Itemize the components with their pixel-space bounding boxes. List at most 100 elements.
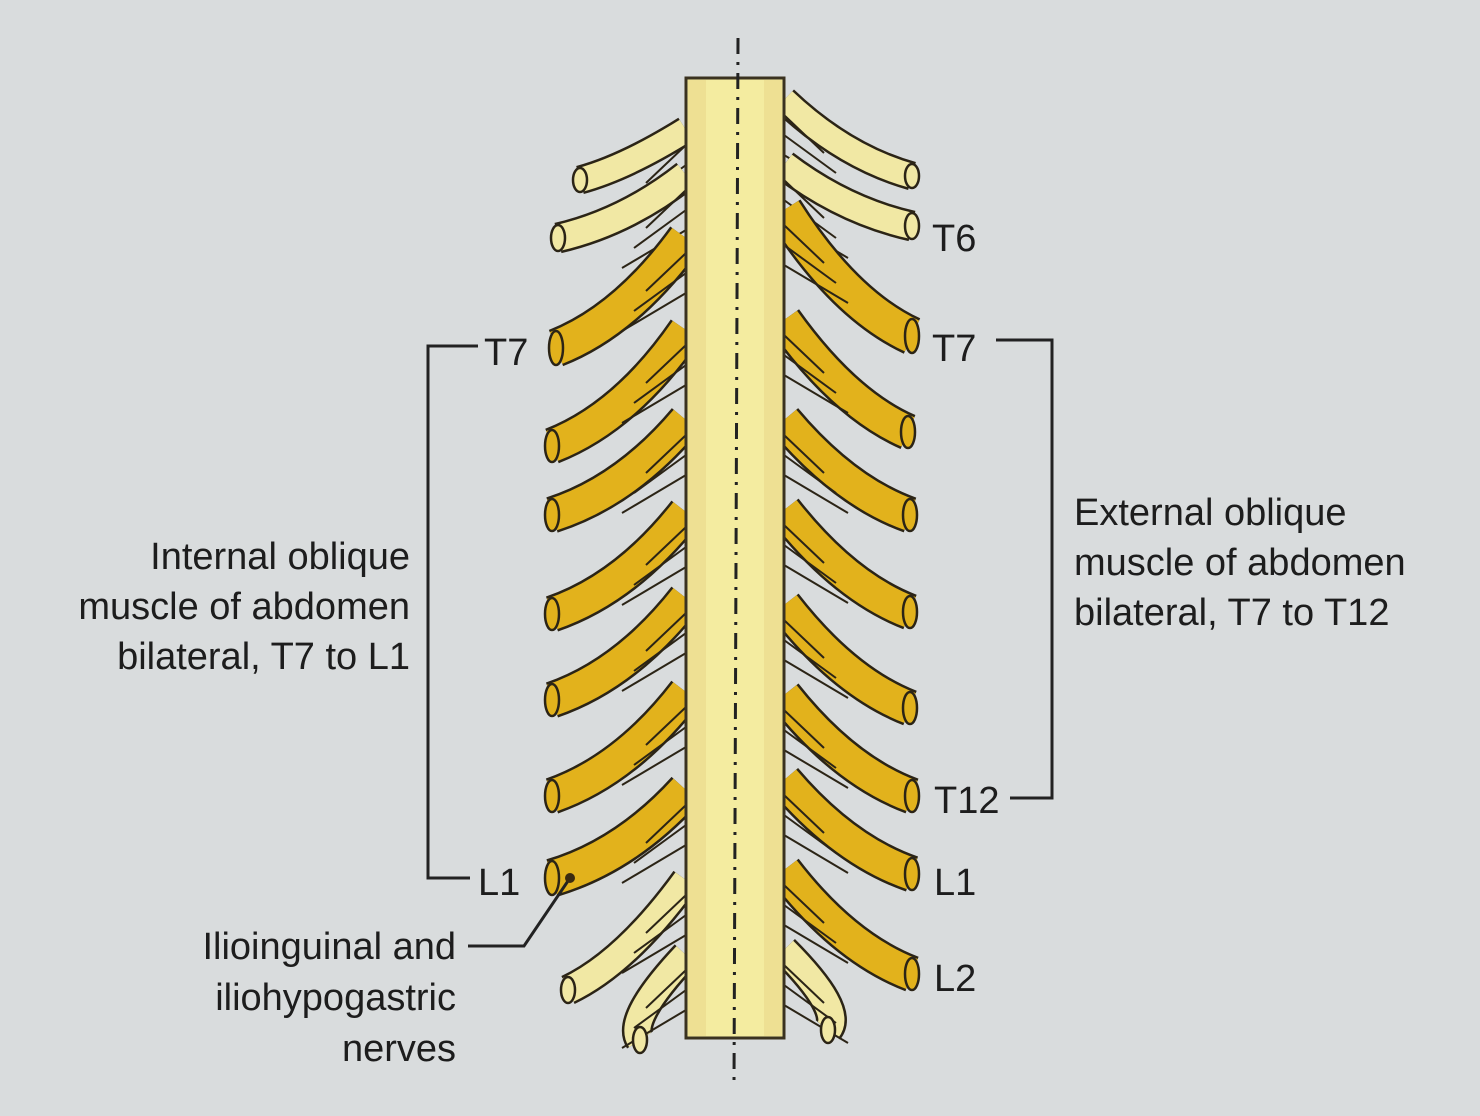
label-right-t12: T12 xyxy=(934,780,1000,822)
external-oblique-bracket xyxy=(996,338,1054,800)
nerve-cut-end-18 xyxy=(543,778,561,814)
nerve-rootlet-10-0 xyxy=(783,964,825,1004)
nerve-root-15 xyxy=(543,407,701,533)
nerve-root-16 xyxy=(543,500,701,632)
nerve-rootlet-19-1 xyxy=(633,824,687,864)
nerve-rootlet-3-1 xyxy=(783,354,837,394)
nerve-rootlet-9-1 xyxy=(783,904,837,944)
nerve-rootlet-18-1 xyxy=(633,726,687,766)
nerve-rootlet-8-1 xyxy=(783,814,837,854)
nerve-root-body-5 xyxy=(771,500,917,627)
nerve-rootlet-19-2 xyxy=(621,844,687,884)
nerve-root-20 xyxy=(559,870,699,1005)
nerve-rootlet-8-2 xyxy=(783,834,849,874)
nerve-rootlet-1-0 xyxy=(783,179,825,219)
nerve-rootlet-13-1 xyxy=(633,272,687,312)
nerve-rootlet-9-0 xyxy=(783,884,825,924)
nerve-root-21 xyxy=(621,944,698,1055)
nerve-rootlet-12-1 xyxy=(633,209,687,249)
ilio-nerves-line-3: nerves xyxy=(341,1028,456,1070)
nerve-root-9 xyxy=(769,858,921,992)
nerve-cut-end-17 xyxy=(543,682,561,718)
nerve-cut-end-12 xyxy=(549,223,567,253)
nerve-cut-end-13 xyxy=(547,329,565,367)
external-oblique-label: External oblique muscle of abdomen bilat… xyxy=(1074,488,1406,638)
ilio-nerves-leader-line xyxy=(468,877,572,948)
nerve-root-body-13 xyxy=(549,227,700,364)
nerve-cut-end-3 xyxy=(899,414,917,450)
nerve-rootlet-4-2 xyxy=(783,474,849,514)
nerve-rootlet-13-0 xyxy=(645,252,687,292)
nerve-root-body-6 xyxy=(771,595,917,723)
nerve-root-body-19 xyxy=(546,778,699,895)
nerve-cut-end-15 xyxy=(543,497,561,533)
nerve-cut-end-8 xyxy=(903,856,921,892)
external-oblique-line-2: muscle of abdomen xyxy=(1074,542,1406,584)
nerve-root-body-14 xyxy=(545,320,700,461)
nerve-rootlet-7-2 xyxy=(783,749,849,789)
nerve-rootlet-8-0 xyxy=(783,794,825,834)
nerve-cut-end-2 xyxy=(903,317,921,355)
nerve-root-body-9 xyxy=(771,860,918,989)
nerve-rootlet-0-1 xyxy=(783,134,837,174)
nerve-root-5 xyxy=(769,498,919,630)
label-left-l1: L1 xyxy=(478,862,521,904)
nerve-cut-end-14 xyxy=(543,428,561,464)
nerve-rootlet-16-1 xyxy=(633,546,687,586)
brackets xyxy=(426,338,1054,948)
nerve-rootlet-3-0 xyxy=(783,334,825,374)
nerve-root-body-18 xyxy=(546,682,699,812)
nerve-cut-end-20 xyxy=(559,975,577,1005)
nerve-rootlet-6-1 xyxy=(783,639,837,679)
nerve-rootlet-15-1 xyxy=(633,454,687,494)
nerve-rootlet-2-2 xyxy=(783,264,849,304)
nerve-rootlet-20-1 xyxy=(633,914,687,954)
nerve-root-10 xyxy=(773,939,849,1045)
nerve-rootlet-19-0 xyxy=(645,804,687,844)
nerve-root-body-7 xyxy=(771,685,918,811)
nerve-rootlet-17-2 xyxy=(621,652,687,692)
external-oblique-line-3: bilateral, T7 to T12 xyxy=(1074,592,1390,634)
nerve-cut-end-11 xyxy=(571,166,589,194)
nerve-rootlet-5-1 xyxy=(783,544,837,584)
nerve-cut-end-5 xyxy=(901,594,919,630)
nerve-rootlet-16-0 xyxy=(645,526,687,566)
nerve-rootlet-18-0 xyxy=(645,706,687,746)
nerve-rootlet-6-0 xyxy=(783,619,825,659)
nerve-cut-end-1 xyxy=(903,211,921,241)
ilio-nerves-label: Ilioinguinal and iliohypogastric nerves xyxy=(202,922,456,1075)
nerve-cut-end-6 xyxy=(901,690,919,726)
nerve-rootlet-14-2 xyxy=(621,384,687,424)
nerve-root-17 xyxy=(543,586,701,718)
nerve-root-19 xyxy=(543,776,701,897)
nerve-rootlet-17-1 xyxy=(633,632,687,672)
nerve-root-body-12 xyxy=(554,164,695,251)
nerve-rootlet-16-2 xyxy=(621,566,687,606)
nerve-roots xyxy=(543,89,921,1055)
nerve-rootlet-21-1 xyxy=(633,989,687,1029)
label-right-l1: L1 xyxy=(934,862,977,904)
nerve-root-body-3 xyxy=(770,310,915,447)
nerve-root-8 xyxy=(769,767,921,892)
nerve-root-body-8 xyxy=(771,769,918,890)
nerve-cut-end-4 xyxy=(901,497,919,533)
nerve-root-4 xyxy=(769,408,919,533)
nerve-root-6 xyxy=(769,593,919,726)
label-left-t7: T7 xyxy=(484,332,529,374)
nerve-rootlet-4-1 xyxy=(783,454,837,494)
nerve-root-body-16 xyxy=(546,502,699,630)
nerve-root-body-2 xyxy=(769,200,920,352)
nerve-rootlet-10-2 xyxy=(783,1004,849,1044)
nerve-rootlet-2-1 xyxy=(783,244,837,284)
external-oblique-line-1: External oblique xyxy=(1074,492,1347,534)
nerve-rootlet-7-1 xyxy=(783,729,837,769)
nerve-rootlet-14-0 xyxy=(645,344,687,384)
nerve-rootlet-9-2 xyxy=(783,924,849,964)
nerve-rootlet-6-2 xyxy=(783,659,849,699)
nerve-cut-end-0 xyxy=(903,162,921,190)
nerve-rootlet-20-0 xyxy=(645,894,687,934)
nerve-rootlet-7-0 xyxy=(783,709,825,749)
nerve-rootlet-11-0 xyxy=(645,144,687,184)
nerve-rootlet-15-2 xyxy=(621,474,687,514)
